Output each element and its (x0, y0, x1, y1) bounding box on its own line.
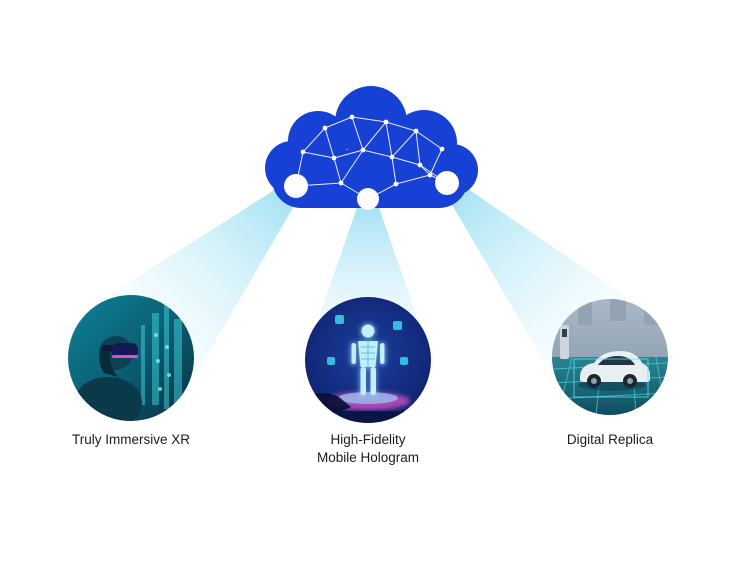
hologram-label: High-Fidelity Mobile Hologram (258, 431, 478, 467)
hologram-photo-illustration (305, 297, 431, 423)
hologram-photo-circle (305, 297, 431, 423)
hologram-ui-icons (327, 315, 408, 365)
digital-replica-photo-illustration (552, 299, 668, 415)
xr-photo-circle (68, 295, 194, 421)
port-node-center (357, 188, 379, 210)
hologram-platform-ring (338, 392, 398, 404)
digital-replica-label: Digital Replica (566, 432, 654, 447)
hologram-label-line1: High-Fidelity (330, 432, 406, 447)
xr-label: Truly Immersive XR (71, 432, 190, 447)
xr-photo-illustration (68, 295, 194, 421)
cloud-network-nodes (300, 114, 445, 187)
hologram-label-line2: Mobile Hologram (316, 450, 420, 466)
xr-helix-dots (154, 333, 171, 391)
port-node-right (435, 171, 459, 195)
hologram-human-figure (350, 323, 386, 397)
port-node-left (284, 174, 308, 198)
xr-light-bars (141, 305, 182, 409)
digital-replica-photo-circle (552, 299, 668, 415)
replica-scan-frame (573, 358, 649, 398)
xr-headset-icon (102, 343, 138, 358)
replica-charging-post (560, 325, 569, 359)
cloud-port-nodes (284, 171, 459, 210)
